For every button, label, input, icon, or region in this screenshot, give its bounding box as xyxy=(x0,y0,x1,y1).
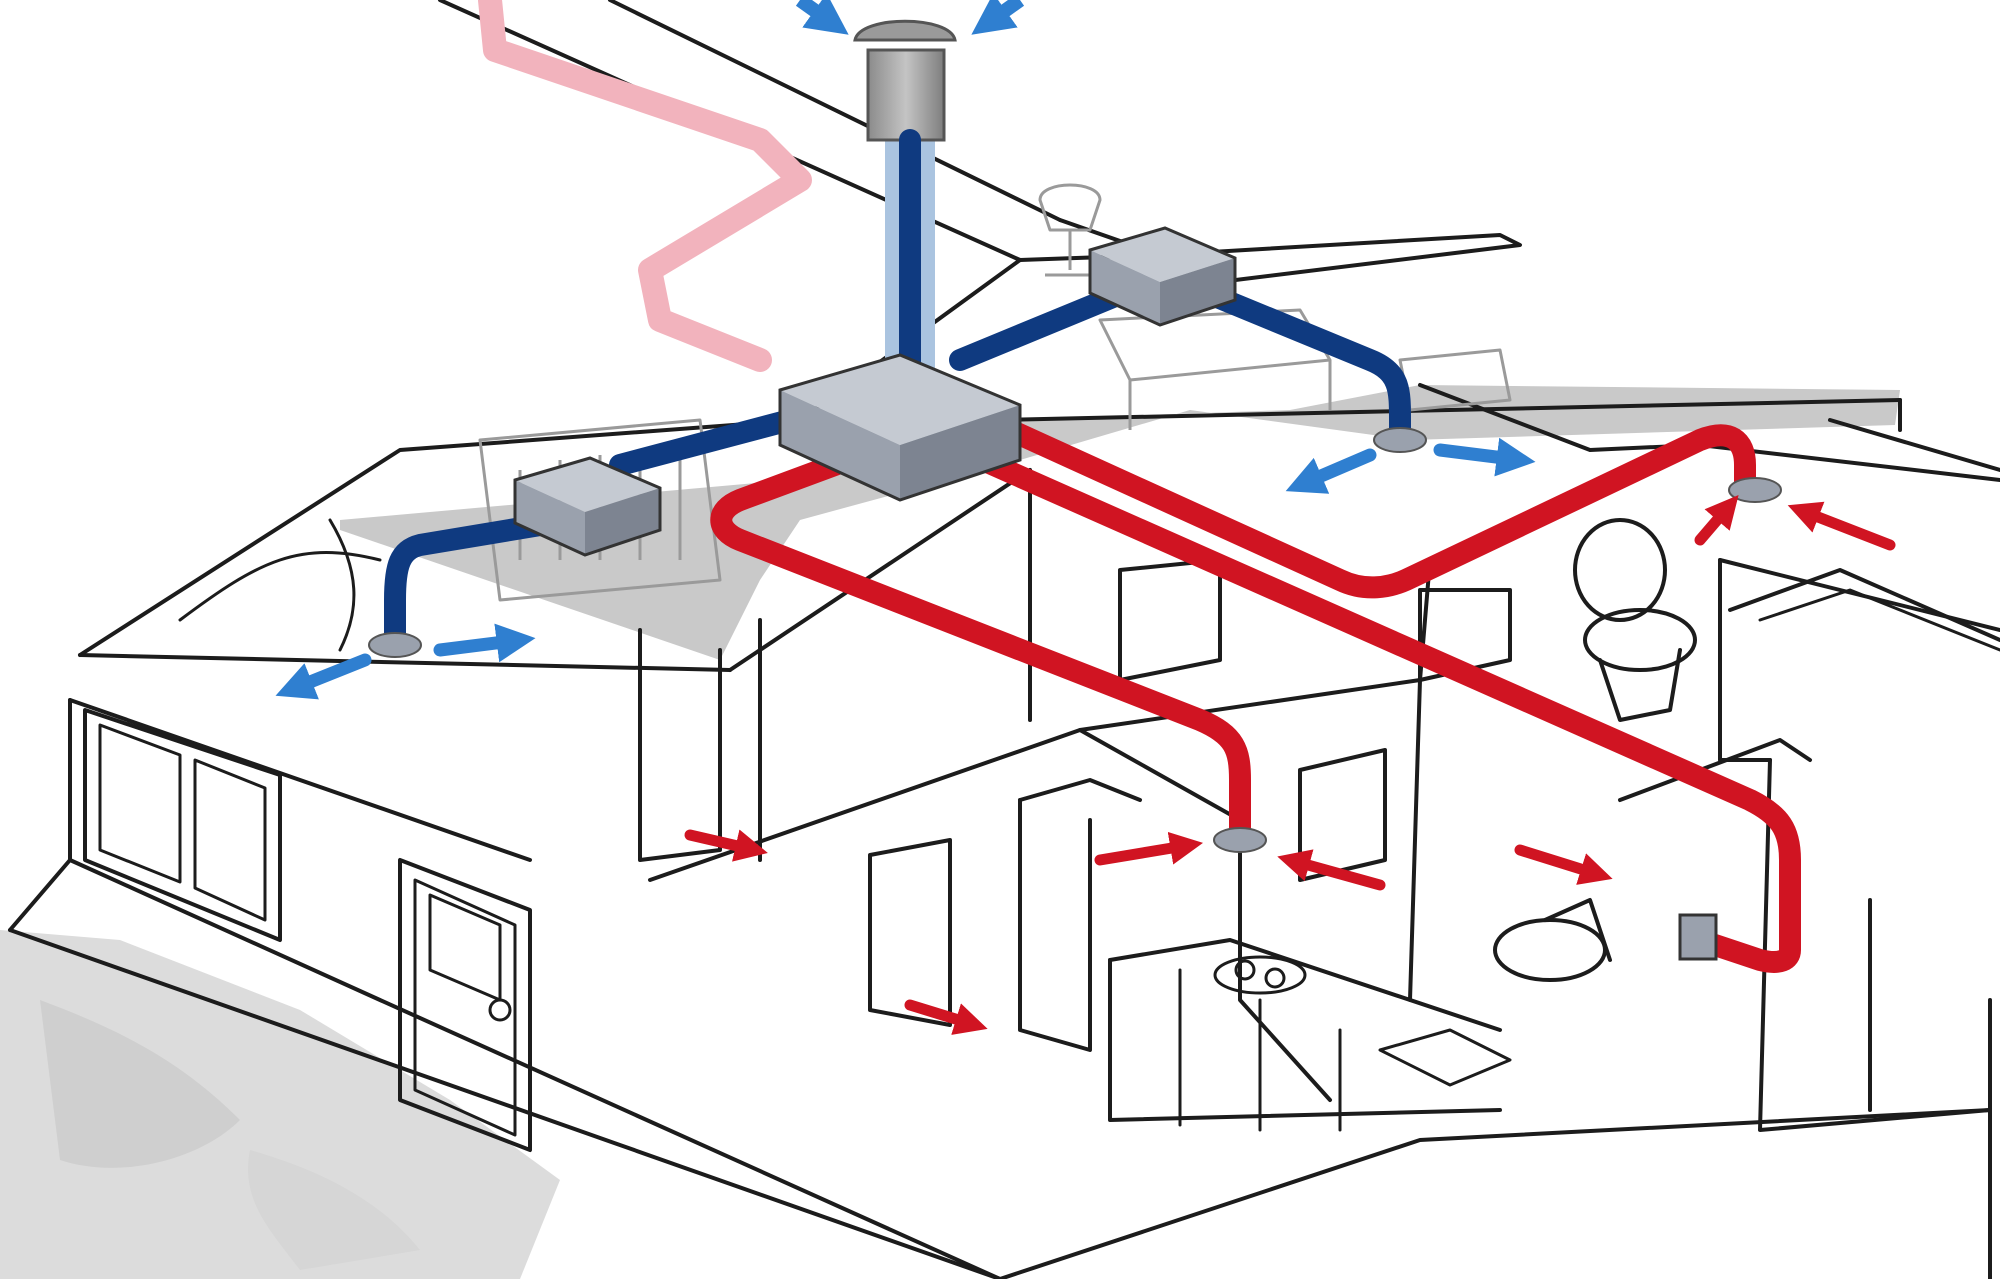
distribution-box-left xyxy=(513,456,662,557)
extract-flow-arrows xyxy=(684,494,1896,1035)
ceiling-diffusers xyxy=(368,427,1782,961)
supply-duct-right-room xyxy=(1189,279,1411,451)
supply-duct-left-room xyxy=(384,514,551,651)
supply-duct-to-right-box xyxy=(949,279,1141,371)
exhaust-duct-bath xyxy=(999,419,1756,599)
outdoor-exhaust-duct xyxy=(478,0,812,372)
supply-ducts xyxy=(384,129,1411,651)
supply-diffuser-left-room xyxy=(368,632,422,658)
supply-duct-to-left-box xyxy=(609,409,801,476)
distribution-box-right xyxy=(1088,226,1237,327)
exhaust-diffuser-bath xyxy=(1728,477,1782,503)
air-handling-unit-icon xyxy=(778,353,1022,502)
supply-diffuser-right-room xyxy=(1373,427,1427,453)
ground-shadow xyxy=(0,930,560,1279)
exhaust-diffuser-kitchen xyxy=(1213,827,1267,853)
supply-flow-arrows xyxy=(275,437,1536,700)
exhaust-duct-wc xyxy=(949,439,1801,973)
exhaust-ducts xyxy=(710,419,1801,973)
wall-grille-icon xyxy=(1678,913,1718,961)
exhaust-duct-kitchen xyxy=(710,439,1251,846)
